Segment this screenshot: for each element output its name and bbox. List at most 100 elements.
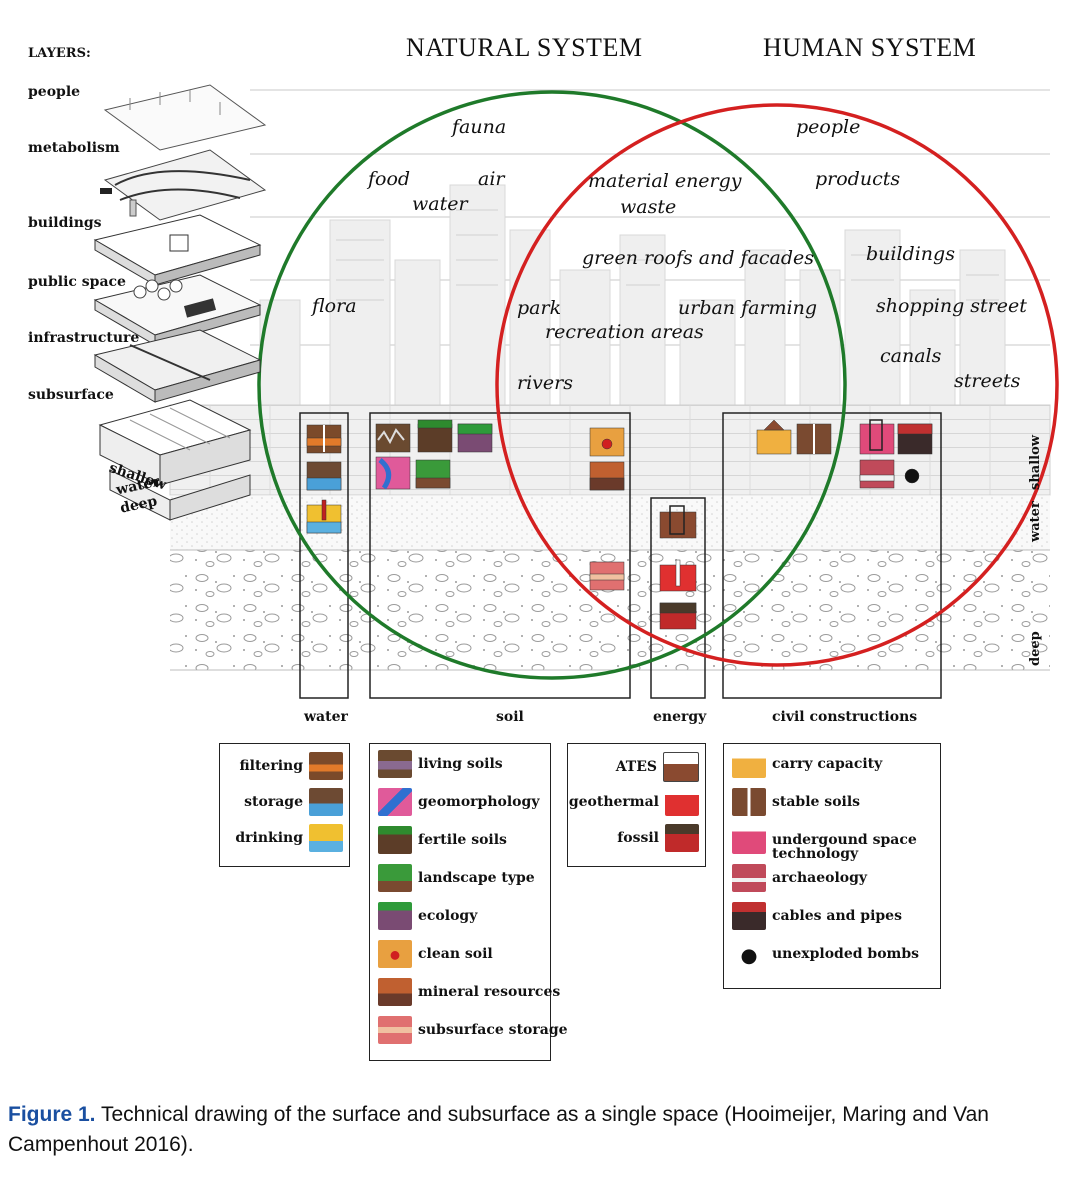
caption-text: Technical drawing of the surface and sub… [8,1103,989,1156]
clean-soil-icon [378,940,412,968]
legend-item: living soils [378,750,503,778]
carry-capacity-tile [756,419,792,455]
venn-label-recreation-areas: recreation areas [545,321,704,343]
legend-item: unexploded bombs [732,940,919,968]
legend-label: landscape type [418,870,535,886]
drinking-icon [306,499,342,534]
venn-label-fauna: fauna [452,116,507,138]
legend-label: fossil [617,830,659,846]
legend-item: undergound space [732,826,917,854]
legend-item: technology [772,846,858,862]
legend-label: undergound space [772,832,917,848]
carry-capacity-icon [732,750,766,778]
cables-pipes-icon [732,902,766,930]
venn-label-waste: waste [620,196,677,218]
underground-space-icon [732,826,766,854]
legend-item: ATES [616,752,699,782]
venn-label-buildings: buildings [866,243,955,265]
legend-item: ecology [378,902,477,930]
category-label-water: water [304,709,348,725]
water-category-frame [299,412,349,699]
geomorphology-tile [375,456,411,490]
venn-label-water: water [412,193,468,215]
right-label-water: water [1028,501,1043,542]
living-soils-tile [375,423,411,453]
legend-label: unexploded bombs [772,946,920,962]
human-system-circle [495,103,1059,667]
bomb-icon [732,940,766,968]
civil-category-frame [722,412,942,699]
legend-soil: living soils geomorphology fertile soils… [369,743,568,1061]
legend-item: filtering [239,752,343,780]
legend-label: cables and pipes [772,908,902,924]
legend-label: living soils [418,756,503,772]
venn-label-products: products [815,168,901,190]
venn-label-streets: streets [954,370,1021,392]
subsurface-storage-tile [589,561,625,591]
legend-label: storage [244,794,303,810]
living-soils-icon [378,750,412,778]
legend-civil-constructions: carry capacity stable soils undergound s… [723,743,941,989]
storage-icon [309,788,343,816]
legend-item: fertile soils [378,826,507,854]
layer-label-metabolism: metabolism [28,140,120,156]
fertile-soils-tile [417,419,453,453]
layer-label-buildings: buildings [28,215,102,231]
venn-label-air: air [478,168,505,190]
fossil-icon [665,824,699,852]
ecology-icon [378,902,412,930]
fertile-soils-icon [378,826,412,854]
diagram-background [169,89,1059,699]
filtering-icon [306,424,342,454]
venn-label-park: park [517,297,562,319]
layer-label-public-space: public space [28,274,126,290]
legend-item: geothermal [569,788,699,816]
venn-label-green-roofs: green roofs and facades [582,247,815,269]
venn-label-rivers: rivers [517,372,573,394]
legend-item: archaeology [732,864,867,892]
drinking-icon [309,824,343,852]
legend-label: clean soil [418,946,493,962]
stable-soils-icon [732,788,766,816]
venn-label-flora: flora [312,295,357,317]
legend-item: stable soils [732,788,860,816]
layer-stack-illustration [93,84,267,521]
archaeology-icon [732,864,766,892]
natural-system-circle [257,90,847,680]
filtering-icon [309,752,343,780]
legend-item: carry capacity [732,750,882,778]
venn-label-canals: canals [880,345,942,367]
mineral-tile [589,461,625,491]
legend-label: filtering [239,758,303,774]
category-label-civil-constructions: civil constructions [772,709,918,725]
legend-label: fertile soils [418,832,507,848]
underground-tile [859,419,895,455]
bomb-tile [904,468,920,484]
ates-tile [659,505,697,539]
category-label-energy: energy [653,709,707,725]
legend-item: fossil [617,824,699,852]
right-label-shallow: shallow [1028,435,1043,490]
right-label-deep: deep [1028,631,1043,666]
legend-item: mineral resources [378,978,560,1006]
human-system-title: HUMAN SYSTEM [763,33,977,62]
landscape-tile [415,459,451,489]
mineral-resources-icon [378,978,412,1006]
legend-item: landscape type [378,864,535,892]
natural-system-title: NATURAL SYSTEM [406,33,643,62]
legend-label: subsurface storage [418,1022,568,1038]
category-label-soil: soil [496,709,524,725]
legend-label: mineral resources [418,984,561,1000]
legend-item: geomorphology [378,788,539,816]
legend-water: filtering storage drinking [219,743,350,867]
layer-label-subsurface: subsurface [28,387,114,403]
landscape-type-icon [378,864,412,892]
legend-energy: ATES geothermal fossil [567,743,706,867]
legend-label: carry capacity [772,756,883,772]
layer-label-people: people [28,84,81,100]
venn-label-material-energy: material energy [588,170,742,192]
clean-soil-tile [589,427,625,457]
subsurface-storage-icon [378,1016,412,1044]
legend-label: ecology [418,908,478,924]
venn-label-urban-farming: urban farming [678,297,818,319]
